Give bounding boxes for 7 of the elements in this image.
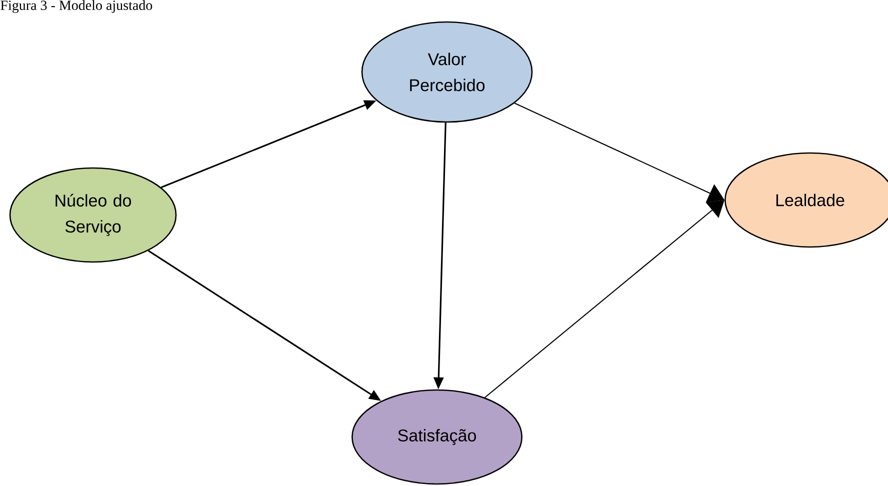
ellipse-node: Lealdade: [724, 152, 888, 248]
ellipse-node: Núcleo do Serviço: [9, 167, 177, 263]
ellipse-node: Satisfação: [352, 389, 522, 485]
arrow: [514, 102, 724, 202]
arrow: [484, 200, 724, 398]
ellipse-node: Valor Percebido: [361, 21, 533, 123]
figure-title: Figura 3 - Modelo ajustado: [0, 0, 152, 13]
